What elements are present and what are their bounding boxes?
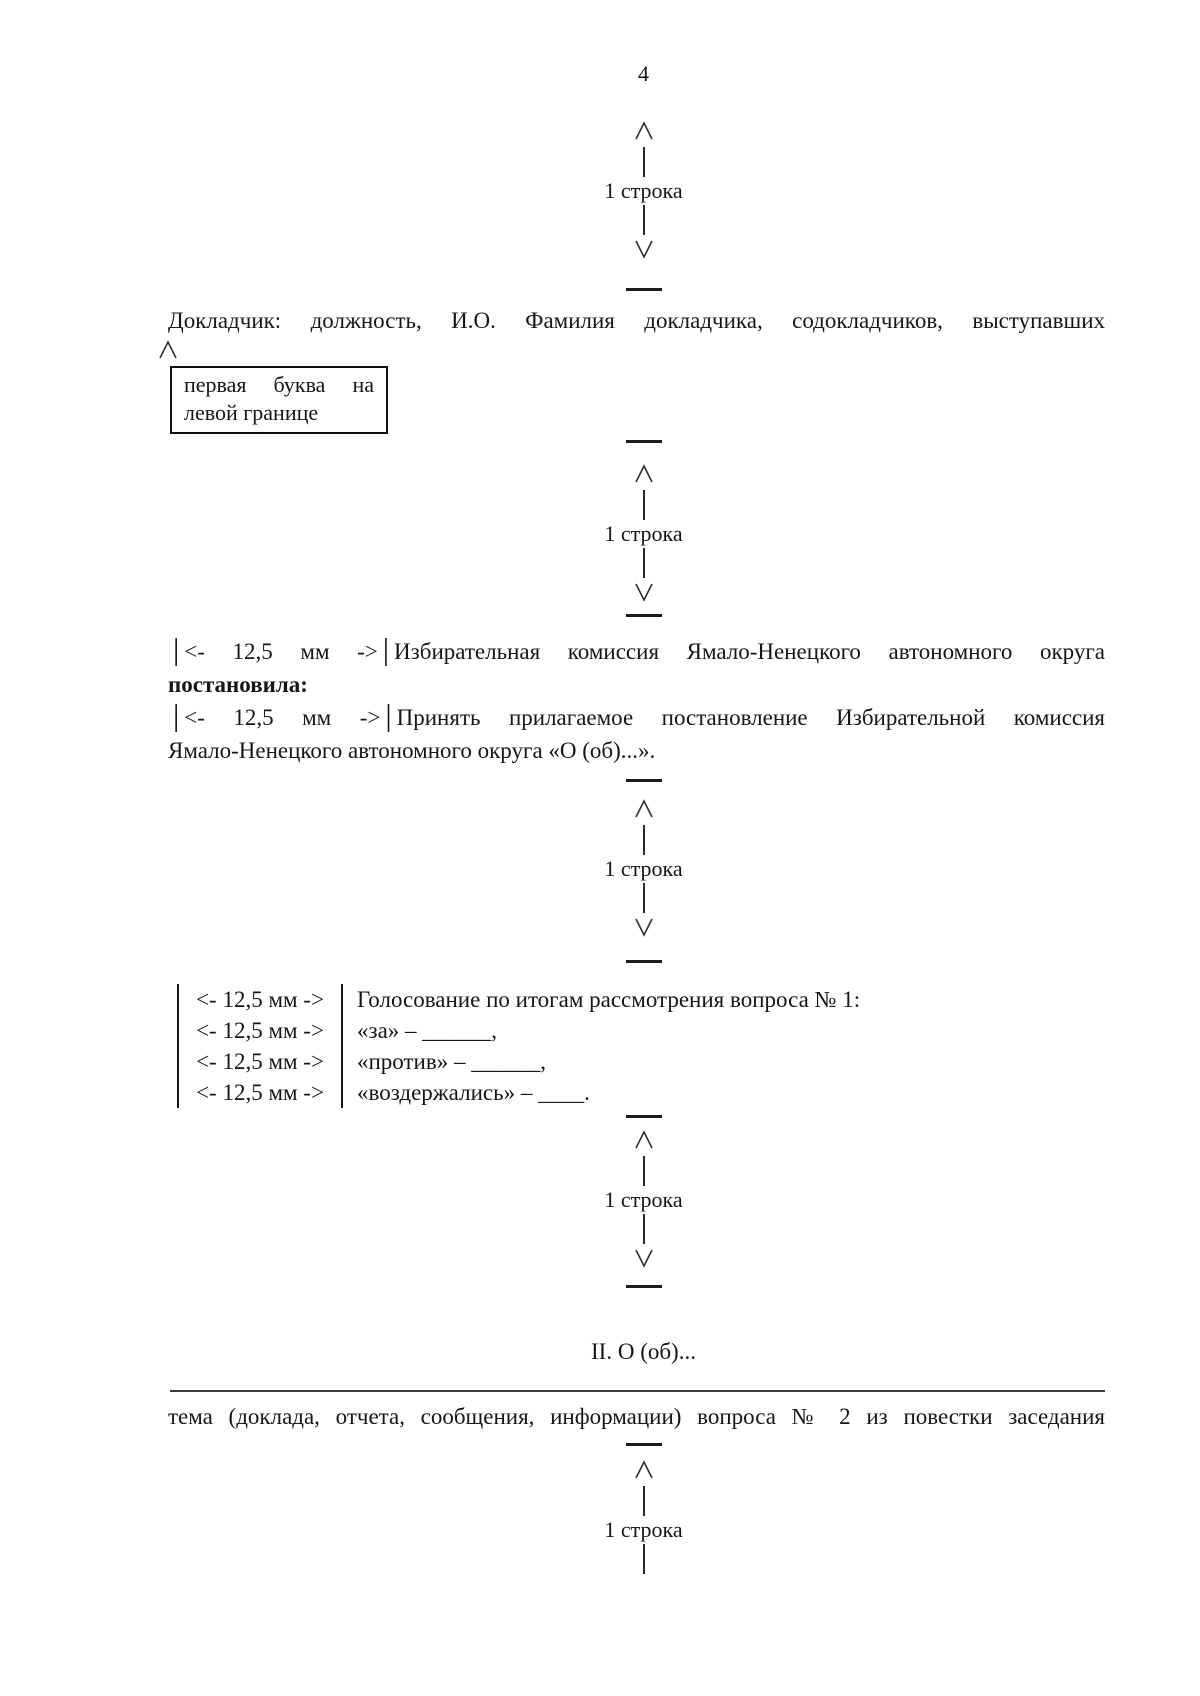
margin-width-marker: │<- 12,5 мм ->│ bbox=[168, 639, 395, 664]
resolution-text: Принять прилагаемое постановление Избира… bbox=[396, 705, 1105, 730]
margin-width-marker: <- 12,5 мм -> bbox=[196, 986, 324, 1012]
line-spacing-label: 1 строка bbox=[604, 178, 683, 203]
line-spacing-label: 1 строка bbox=[604, 521, 683, 546]
marker-vertical-line bbox=[642, 1156, 645, 1186]
divider-row bbox=[175, 1115, 1112, 1118]
line-spacing-label: 1 строка bbox=[604, 1187, 683, 1212]
paragraph-divider-dash bbox=[625, 1285, 662, 1288]
marker-vertical-line bbox=[642, 883, 645, 913]
divider-row bbox=[175, 1285, 1112, 1288]
chevron-up-icon bbox=[631, 464, 657, 484]
caption-line: тема (доклада, отчета, сообщения, информ… bbox=[168, 1404, 1105, 1429]
page-number-row: 4 bbox=[175, 0, 1112, 88]
voting-margin-column: <- 12,5 мм -> <- 12,5 мм -> <- 12,5 мм -… bbox=[177, 984, 343, 1108]
line-spacing-label: 1 строка bbox=[604, 1517, 683, 1542]
voting-title: Голосование по итогам рассмотрения вопро… bbox=[357, 987, 861, 1012]
speaker-line: Докладчик: должность, И.О. Фамилия докла… bbox=[168, 308, 1105, 333]
paragraph-divider-dash bbox=[625, 960, 662, 963]
paragraph-divider-dash bbox=[625, 614, 662, 617]
resolution-text: Избирательная комиссия Ямало-Ненецкого а… bbox=[394, 639, 1106, 664]
margin-width-marker: <- 12,5 мм -> bbox=[196, 1048, 324, 1074]
chevron-down-icon bbox=[631, 1248, 657, 1268]
first-letter-pointer bbox=[155, 340, 1105, 360]
callout-line-1: первая буква на bbox=[184, 372, 374, 397]
marker-vertical-line bbox=[642, 548, 645, 578]
resolution-line-4: Ямало-Ненецкого автономного округа «О (о… bbox=[168, 738, 656, 763]
voting-block: <- 12,5 мм -> <- 12,5 мм -> <- 12,5 мм -… bbox=[177, 984, 1105, 1108]
divider-row bbox=[175, 960, 1112, 963]
divider-row bbox=[175, 614, 1112, 617]
chevron-up-icon bbox=[155, 340, 1105, 360]
chevron-up-icon bbox=[631, 799, 657, 819]
line-spacing-marker: 1 строка bbox=[175, 464, 1112, 602]
margin-width-marker: <- 12,5 мм -> bbox=[196, 1079, 324, 1105]
line-spacing-marker-partial: 1 строка bbox=[175, 1460, 1112, 1574]
paragraph-divider-dash bbox=[625, 779, 662, 782]
chevron-up-icon bbox=[631, 1130, 657, 1150]
marker-vertical-line bbox=[642, 490, 645, 520]
line-spacing-marker: 1 строка bbox=[175, 799, 1112, 937]
resolution-verb-bold: постановила: bbox=[168, 672, 308, 697]
voting-row-for: «за» – ______, bbox=[357, 1018, 498, 1043]
divider-row bbox=[175, 779, 1112, 782]
paragraph-divider-dash bbox=[625, 1443, 662, 1446]
marker-vertical-line bbox=[642, 147, 645, 177]
section-heading-row: II. О (об)... bbox=[175, 1288, 1112, 1368]
marker-vertical-line bbox=[642, 825, 645, 855]
resolution-line-1: │<- 12,5 мм ->│Избирательная комиссия Ям… bbox=[168, 635, 1105, 668]
resolution-paragraphs: │<- 12,5 мм ->│Избирательная комиссия Ям… bbox=[168, 635, 1105, 767]
chevron-down-icon bbox=[631, 239, 657, 259]
line-spacing-label: 1 строка bbox=[604, 856, 683, 881]
section-heading: II. О (об)... bbox=[591, 1339, 696, 1364]
margin-width-marker: <- 12,5 мм -> bbox=[196, 1017, 324, 1043]
voting-row-abstained: «воздержались» – ____. bbox=[357, 1080, 590, 1105]
paragraph-divider-dash bbox=[625, 1115, 662, 1118]
marker-vertical-line bbox=[642, 1544, 645, 1574]
line-spacing-marker: 1 строка bbox=[175, 1130, 1112, 1268]
divider-row bbox=[175, 1443, 1112, 1446]
resolution-line-3: │<- 12,5 мм ->│Принять прилагаемое поста… bbox=[168, 701, 1105, 734]
caption-rule bbox=[170, 1390, 1105, 1392]
page-number: 4 bbox=[638, 61, 649, 86]
divider-row bbox=[175, 288, 1112, 291]
document-page: 4 1 строка Докладчик: должность, И.О. Фа… bbox=[155, 0, 1112, 1574]
chevron-up-icon bbox=[631, 1460, 657, 1480]
marker-vertical-line bbox=[642, 1486, 645, 1516]
chevron-up-icon bbox=[631, 121, 657, 141]
paragraph-divider-dash bbox=[625, 440, 662, 443]
callout-line-2: левой границе bbox=[184, 400, 319, 425]
chevron-down-icon bbox=[631, 582, 657, 602]
voting-text-column: Голосование по итогам рассмотрения вопро… bbox=[357, 984, 860, 1108]
marker-vertical-line bbox=[642, 205, 645, 235]
voting-row-against: «против» – ______, bbox=[357, 1049, 546, 1074]
marker-vertical-line bbox=[642, 1214, 645, 1244]
callout-box: первая буква на левой границе bbox=[170, 366, 388, 434]
line-spacing-marker: 1 строка bbox=[175, 121, 1112, 259]
divider-row bbox=[175, 440, 1112, 443]
margin-width-marker: │<- 12,5 мм ->│ bbox=[168, 705, 397, 730]
paragraph-divider-dash bbox=[625, 288, 662, 291]
chevron-down-icon bbox=[631, 917, 657, 937]
